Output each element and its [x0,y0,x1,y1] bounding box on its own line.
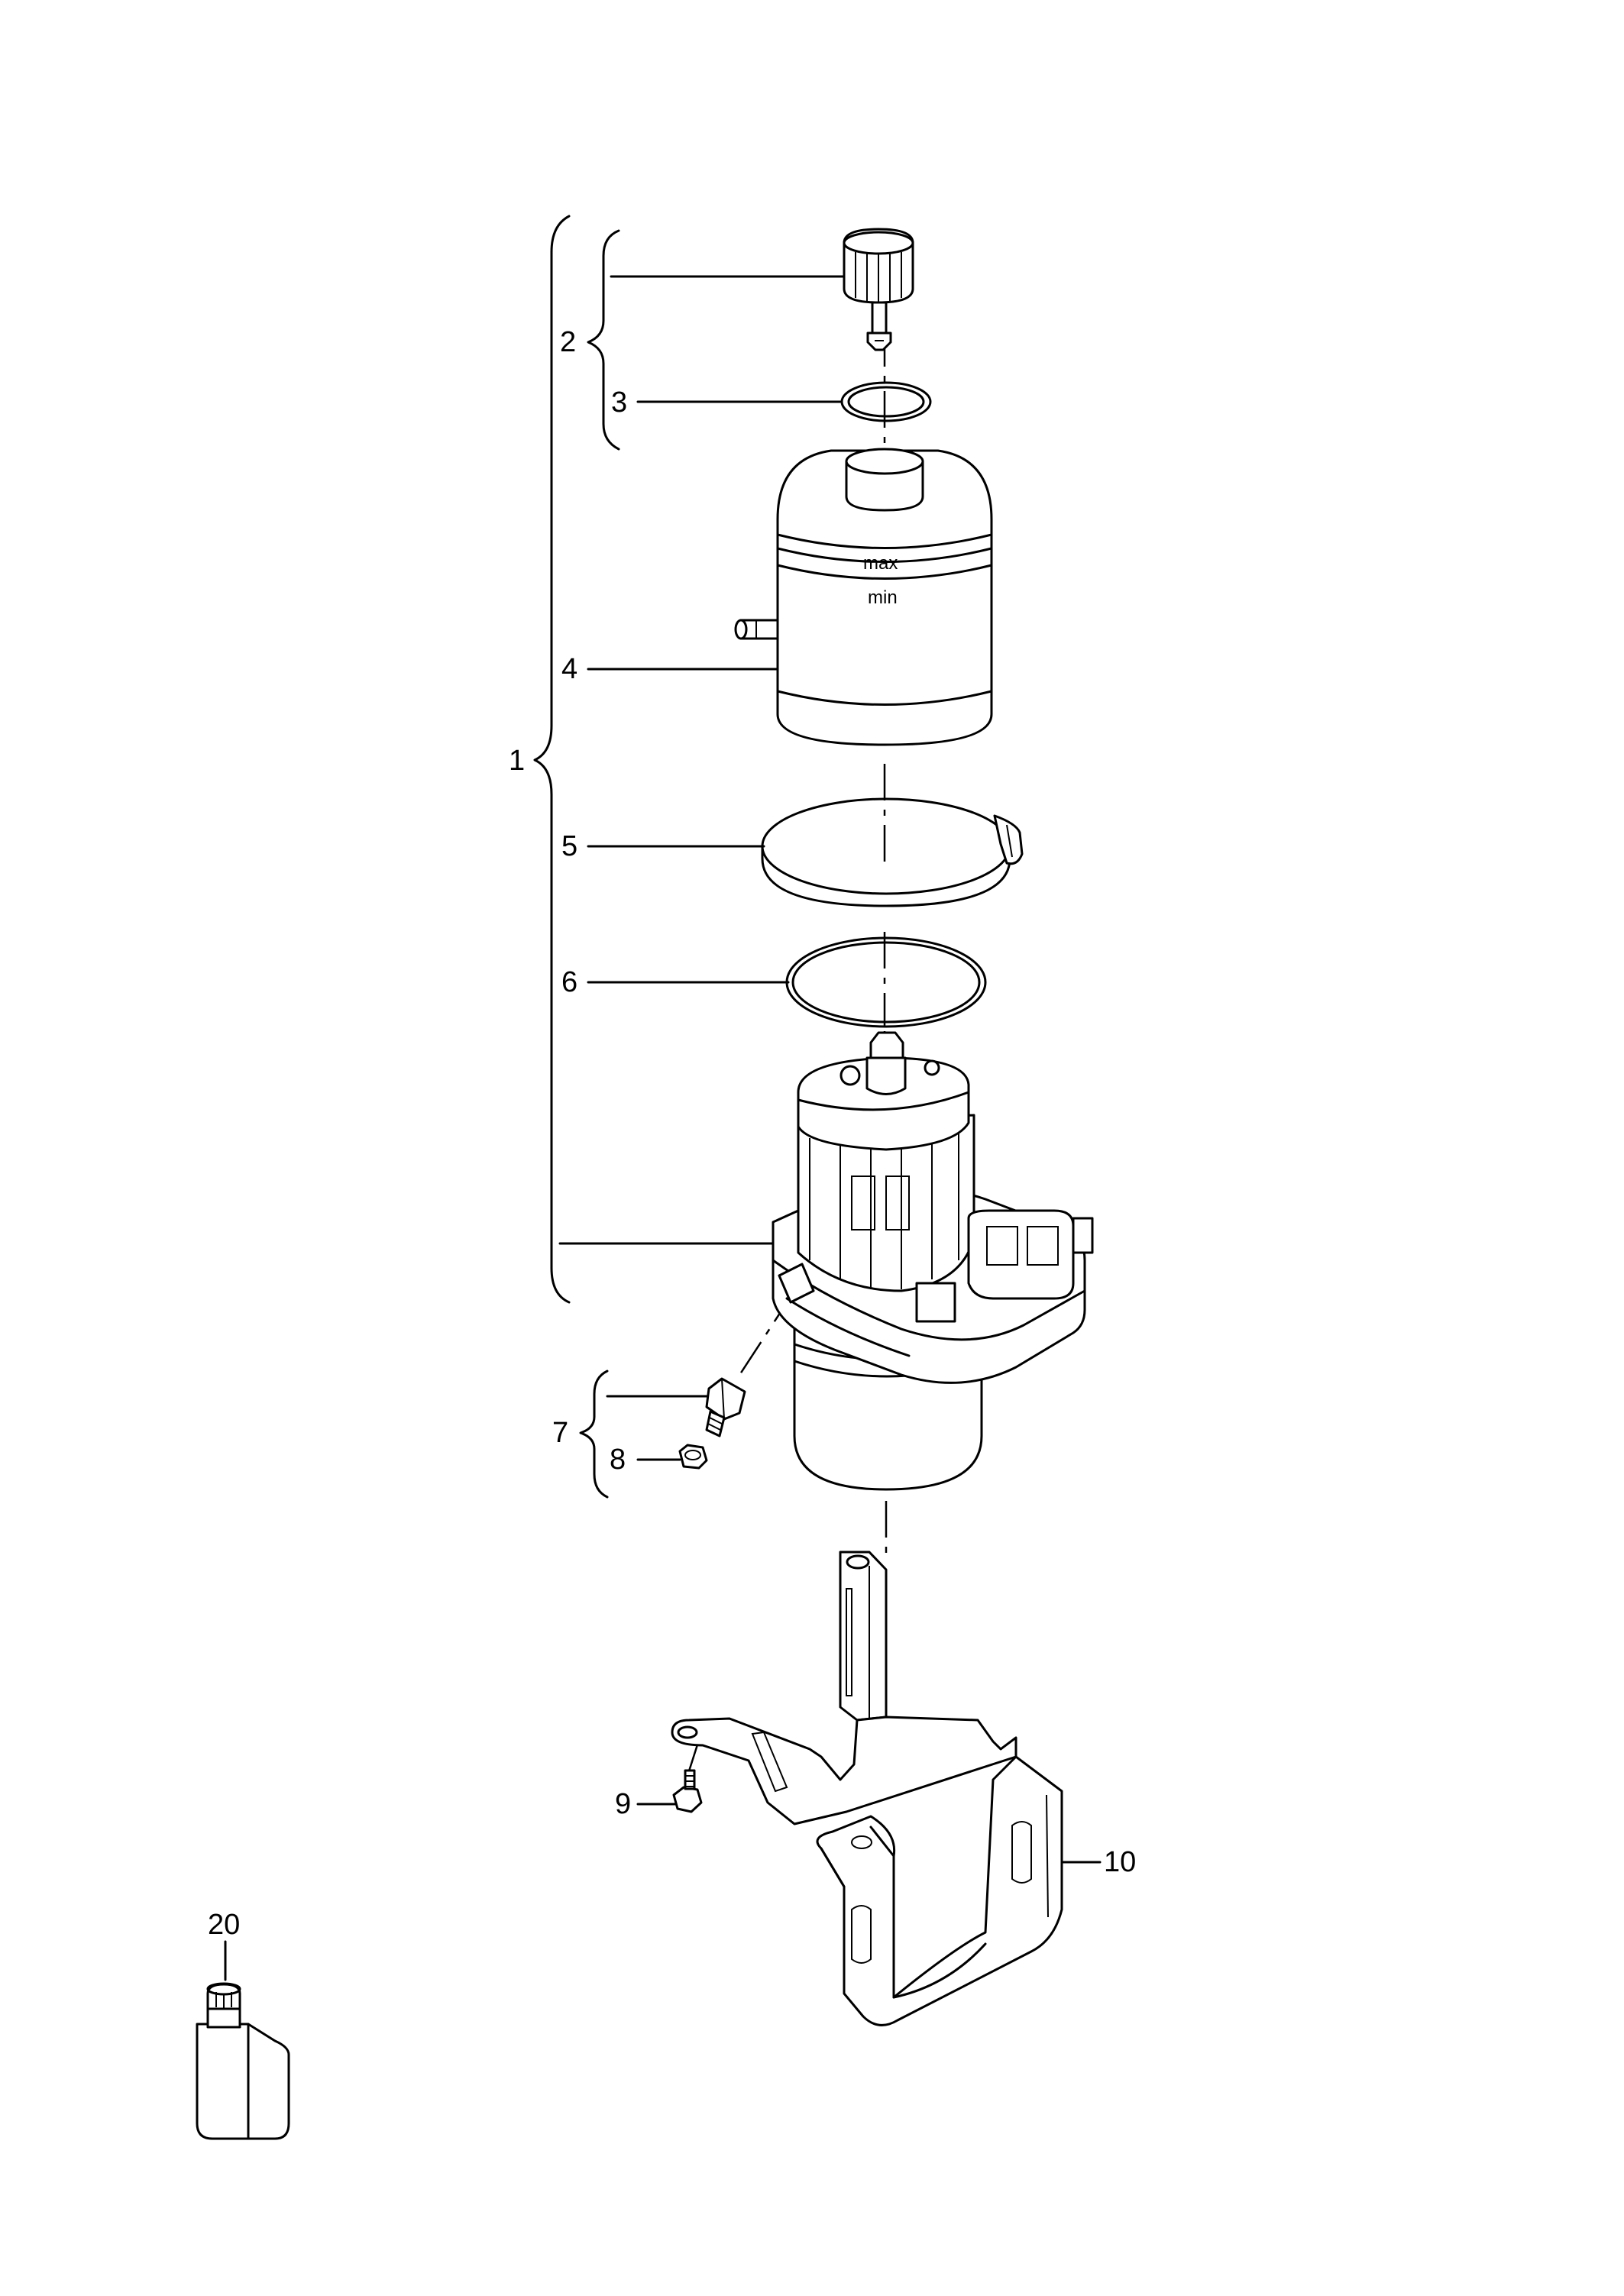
callout-2: 2 [560,326,576,358]
pump-housing [772,1031,1094,1491]
mounting-bolt [672,1769,703,1813]
mounting-bracket [671,1551,1063,2026]
leader-lines [224,275,1102,1981]
callout-7: 7 [552,1417,568,1449]
o-ring [785,936,987,1028]
callout-6: 6 [561,966,577,998]
clamp-band [761,797,1024,907]
cap-nut [678,1444,708,1470]
reservoir-max-mark: max [863,553,898,574]
group-bracket-7 [579,1370,609,1499]
fluid-reservoir: max min [734,448,993,746]
group-bracket-2 [587,229,620,451]
cap-with-dipstick [843,228,914,351]
group-bracket-1 [533,215,571,1304]
callout-1: 1 [509,745,525,777]
hydraulic-fluid-bottle [196,1982,290,2140]
valve-fitting [705,1377,746,1437]
callout-20: 20 [208,1909,240,1941]
callout-labels: 1 2 3 4 5 6 7 8 9 10 20 [208,326,1136,1941]
callout-8: 8 [610,1444,626,1476]
callout-4: 4 [561,653,577,685]
callout-3: 3 [611,386,627,419]
callout-10: 10 [1104,1846,1136,1878]
seal-ring [840,381,932,422]
reservoir-min-mark: min [868,587,898,608]
callout-5: 5 [561,830,577,862]
callout-9: 9 [615,1788,631,1820]
